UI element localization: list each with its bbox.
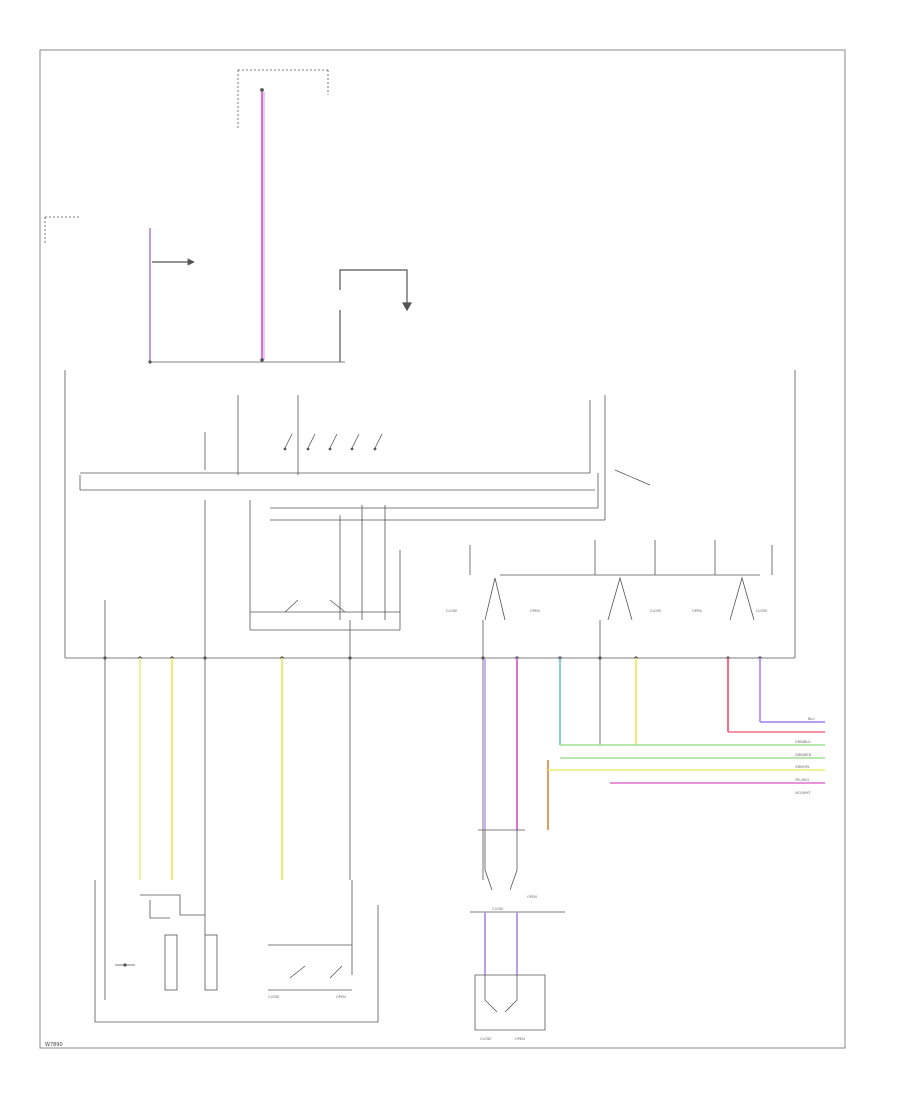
diagram-footer-code: W7890 <box>45 1042 63 1048</box>
ground-tail <box>339 269 413 362</box>
harness-label-grn-blu: GRN/BLU <box>795 740 811 744</box>
module-internal-switch <box>250 599 400 613</box>
main-switch-module <box>64 370 796 659</box>
right-lower-motor <box>474 974 546 1031</box>
switch-label-open-5: OPEN <box>515 1037 525 1041</box>
harness-label-blu: BLU <box>808 717 815 721</box>
junction-top <box>260 358 264 362</box>
switch-label-close-1: CLOSE <box>446 609 457 613</box>
harness-label-grn-red: GRN/RED <box>795 753 812 757</box>
junction-left <box>148 360 152 364</box>
top-left-block <box>44 216 345 363</box>
harness-label-vio-wht: VIO/WHT <box>795 791 811 795</box>
diagram-frame <box>39 49 846 1049</box>
switch-label-open-1: OPEN <box>530 609 540 613</box>
right-door-connector <box>470 829 565 913</box>
switch-label-open-4: OPEN <box>336 995 346 999</box>
switch-label-close-2: CLOSE <box>650 609 661 613</box>
harness-label-grn-yel: GRN/YEL <box>795 765 810 769</box>
switch-label-open-2: OPEN <box>692 609 702 613</box>
harness-label-yel-blu: YEL/BLU <box>795 778 810 782</box>
switch-label-close-5: CLOSE <box>480 1037 491 1041</box>
harness-labels: BLU GRN/BLU GRN/RED GRN/YEL YEL/BLU VIO/… <box>795 717 815 795</box>
switch-label-close-4: CLOSE <box>268 995 279 999</box>
switch-label-close-3: CLOSE <box>756 609 767 613</box>
right-rocker-switches <box>469 540 773 621</box>
switch-labels: CLOSE OPEN CLOSE OPEN CLOSE CLOSE OPEN C… <box>268 609 767 1041</box>
switch-label-close-6: CLOSE <box>492 907 503 911</box>
top-fuse-feed <box>237 69 329 130</box>
switch-label-open-6: OPEN <box>527 895 537 899</box>
left-lower-motor <box>94 880 379 1023</box>
upper-switch-contacts <box>283 433 651 486</box>
